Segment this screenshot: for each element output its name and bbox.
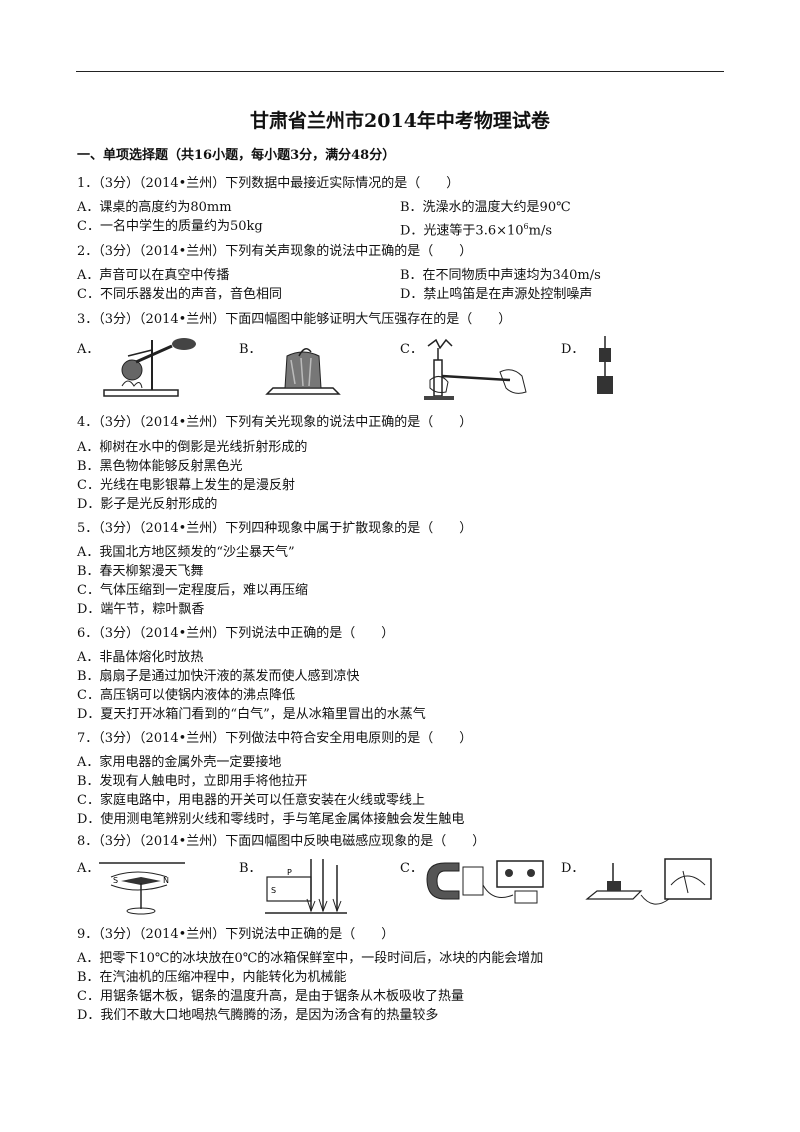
q1-stem: 1．（3分）（2014•兰州）下列数据中最接近实际情况的是（ ）	[77, 176, 460, 191]
q7-option-a: A．家用电器的金属外壳一定要接地	[77, 755, 282, 770]
q8-figure-b-letter-s: S	[271, 886, 276, 895]
q8-label-a: A．	[77, 861, 100, 876]
q8-figure-b-letter-p: P	[287, 868, 292, 877]
q8-figure-a-compass-needle-icon: S N	[99, 862, 185, 915]
q6-option-a: A．非晶体熔化时放热	[77, 650, 204, 665]
q8-figure-b-electromagnet-circuit-icon: P S	[265, 859, 347, 914]
q3-figure-b-beaker-icon	[265, 348, 341, 395]
q4-option-b: B．黑色物体能够反射黑色光	[77, 459, 243, 474]
q9-option-d: D．我们不敢大口地喝热气腾腾的汤，是因为汤含有的热量较多	[77, 1008, 439, 1023]
q4-option-a: A．柳树在水中的倒影是光线折射形成的	[77, 440, 308, 455]
q8-label-d: D．	[561, 861, 585, 876]
q2-option-d: D．禁止鸣笛是在声源处控制噪声	[400, 287, 593, 302]
q3-figure-c-tube-hands-icon	[424, 338, 527, 400]
page-title: 甘肃省兰州市2014年中考物理试卷	[250, 110, 550, 132]
q4-option-c: C．光线在电影银幕上发生的是漫反射	[77, 478, 295, 493]
q8-label-b: B．	[239, 861, 262, 876]
q2-option-a: A．声音可以在真空中传播	[77, 268, 230, 283]
q7-option-c: C．家庭电路中，用电器的开关可以任意安装在火线或零线上	[77, 793, 425, 808]
q5-stem: 5．（3分）（2014•兰州）下列四种现象中属于扩散现象的是（ ）	[77, 521, 473, 536]
q3-label-d: D．	[561, 342, 585, 357]
q6-option-b: B．扇扇子是通过加快汗液的蒸发而使人感到凉快	[77, 669, 360, 684]
q7-stem: 7．（3分）（2014•兰州）下列做法中符合安全用电原则的是（ ）	[77, 731, 473, 746]
svg-text:S: S	[113, 876, 118, 885]
header-rule	[76, 71, 724, 72]
q9-option-a: A．把零下10℃的冰块放在0℃的冰箱保鲜室中，一段时间后，冰块的内能会增加	[77, 951, 544, 966]
q2-stem: 2．（3分）（2014•兰州）下列有关声现象的说法中正确的是（ ）	[77, 244, 473, 259]
q1-option-d: D．光速等于3.6×106m/s	[400, 222, 553, 239]
q6-stem: 6．（3分）（2014•兰州）下列说法中正确的是（ ）	[77, 626, 395, 641]
q8-figures: A． S N B． P S C． D．	[77, 855, 717, 917]
q3-figures: A． B． C． D．	[77, 336, 717, 406]
q9-option-b: B．在汽油机的压缩冲程中，内能转化为机械能	[77, 970, 347, 985]
q6-option-c: C．高压锅可以使锅内液体的沸点降低	[77, 688, 295, 703]
q6-option-d: D．夏天打开冰箱门看到的“白气”，是从冰箱里冒出的水蒸气	[77, 707, 426, 722]
svg-text:N: N	[163, 876, 169, 885]
q2-option-b: B．在不同物质中声速均为340m/s	[400, 268, 601, 283]
q9-stem: 9．（3分）（2014•兰州）下列说法中正确的是（ ）	[77, 927, 395, 942]
q4-stem: 4．（3分）（2014•兰州）下列有关光现象的说法中正确的是（ ）	[77, 415, 473, 430]
q9-option-c: C．用锯条锯木板，锯条的温度升高，是由于锯条从木板吸收了热量	[77, 989, 464, 1004]
q7-option-d: D．使用测电笔辨别火线和零线时，手与笔尾金属体接触会发生触电	[77, 812, 465, 827]
q1-option-b: B．洗澡水的温度大约是90℃	[400, 200, 571, 215]
q3-label-c: C．	[400, 342, 423, 357]
q3-label-a: A．	[77, 342, 100, 357]
q8-figure-c-magnet-motor-icon	[426, 860, 544, 904]
q4-option-d: D．影子是光反射形成的	[77, 497, 218, 512]
q1-option-a: A．课桌的高度约为80mm	[77, 200, 232, 215]
q2-option-c: C．不同乐器发出的声音，音色相同	[77, 287, 282, 302]
q5-option-a: A．我国北方地区频发的“沙尘暴天气”	[77, 545, 295, 560]
q8-label-c: C．	[400, 861, 423, 876]
q5-option-d: D．端午节，粽叶飘香	[77, 602, 205, 617]
q5-option-c: C．气体压缩到一定程度后，难以再压缩	[77, 583, 308, 598]
q3-stem: 3．（3分）（2014•兰州）下面四幅图中能够证明大气压强存在的是（ ）	[77, 312, 512, 327]
q3-figure-a-flask-stand-icon	[103, 338, 196, 397]
q1-option-c: C．一名中学生的质量约为50kg	[77, 219, 263, 234]
q8-stem: 8．（3分）（2014•兰州）下面四幅图中反映电磁感应现象的是（ ）	[77, 834, 486, 849]
q3-label-b: B．	[239, 342, 262, 357]
q3-figure-d-weights-icon	[597, 336, 613, 394]
q5-option-b: B．春天柳絮漫天飞舞	[77, 564, 204, 579]
q7-option-b: B．发现有人触电时，立即用手将他拉开	[77, 774, 308, 789]
q8-figure-d-galvanometer-icon	[585, 858, 712, 905]
section-heading: 一、单项选择题（共16小题，每小题3分，满分48分）	[77, 148, 396, 163]
